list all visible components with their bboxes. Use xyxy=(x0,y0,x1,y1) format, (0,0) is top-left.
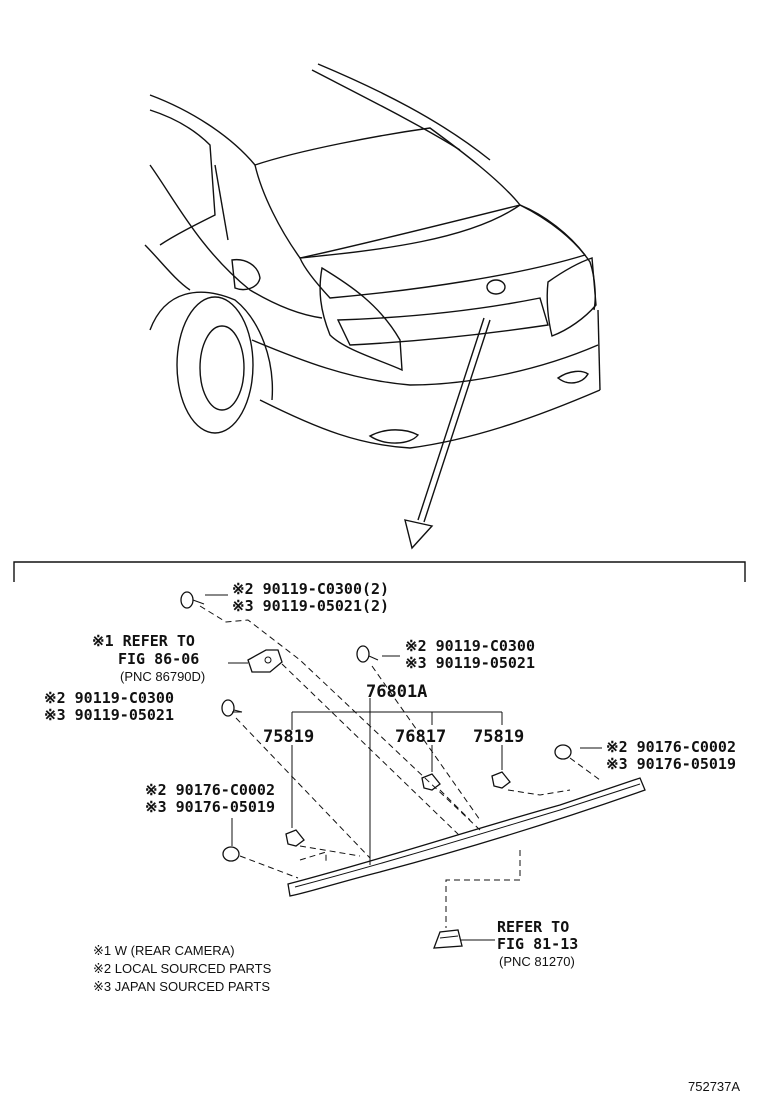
figure-id: 752737A xyxy=(688,1079,740,1094)
label-nut-left-local: ※2 90176-C0002 xyxy=(145,781,275,799)
nut-right xyxy=(554,744,572,760)
note-2: ※2 LOCAL SOURCED PARTS xyxy=(93,961,272,976)
detail-frame xyxy=(13,561,746,582)
label-camera-ref-2: FIG 86-06 xyxy=(118,650,199,668)
label-bolt-mid-local: ※2 90119-C0300 xyxy=(405,637,535,655)
label-clip-75819-right: 75819 xyxy=(473,727,524,747)
label-camera-ref-1: ※1 REFER TO xyxy=(92,632,195,650)
label-assembly-76801a: 76801A xyxy=(366,682,427,702)
bolt-left xyxy=(221,699,243,717)
label-nut-left-japan: ※3 90176-05019 xyxy=(145,798,275,816)
clip-75819-left xyxy=(285,829,305,847)
label-bolt-top-local: ※2 90119-C0300(2) xyxy=(232,580,389,598)
label-lamp-ref-1: REFER TO xyxy=(497,918,569,936)
label-lamp-ref-2: FIG 81-13 xyxy=(497,935,578,953)
garnish-moulding xyxy=(287,777,646,897)
leader-lines xyxy=(199,594,602,941)
clip-75819-right xyxy=(491,771,511,789)
label-nut-right-japan: ※3 90176-05019 xyxy=(606,755,736,773)
camera-bracket xyxy=(247,649,283,673)
label-lamp-ref-3: (PNC 81270) xyxy=(499,954,575,969)
license-lamp xyxy=(433,929,463,949)
car-rear-illustration xyxy=(144,63,601,449)
note-1: ※1 W (REAR CAMERA) xyxy=(93,943,235,958)
nut-left xyxy=(222,846,240,862)
bolt-mid xyxy=(356,645,379,663)
label-clip-76817: 76817 xyxy=(395,727,446,747)
note-3: ※3 JAPAN SOURCED PARTS xyxy=(93,979,270,994)
label-camera-ref-3: (PNC 86790D) xyxy=(120,669,205,684)
clip-76817 xyxy=(421,773,441,791)
label-bolt-mid-japan: ※3 90119-05021 xyxy=(405,654,535,672)
label-bolt-left-japan: ※3 90119-05021 xyxy=(44,706,174,724)
bolt-top xyxy=(180,591,205,609)
label-nut-right-local: ※2 90176-C0002 xyxy=(606,738,736,756)
label-clip-75819-left: 75819 xyxy=(263,727,314,747)
label-bolt-left-local: ※2 90119-C0300 xyxy=(44,689,174,707)
label-bolt-top-japan: ※3 90119-05021(2) xyxy=(232,597,389,615)
detail-arrow xyxy=(404,317,491,550)
